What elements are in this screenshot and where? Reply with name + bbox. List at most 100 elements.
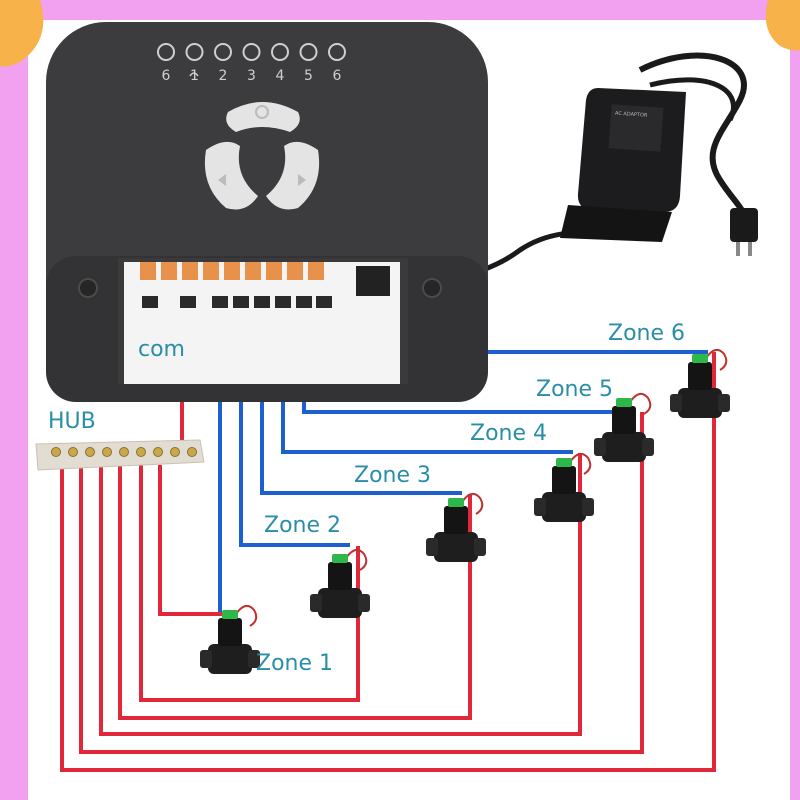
led-3 (242, 43, 261, 61)
return-wire-zone-1 (158, 465, 232, 616)
hub-label: HUB (48, 409, 96, 434)
solenoid (218, 618, 242, 646)
valve-body (678, 388, 722, 418)
socket-2 (212, 296, 228, 308)
hub-screw-3 (102, 447, 112, 457)
return-wire-zone-3 (118, 465, 472, 720)
led-5 (299, 43, 318, 61)
led-label-5: 5 (304, 68, 313, 84)
valve-outlet (358, 594, 370, 612)
solenoid-cap (332, 554, 348, 563)
zone-labels: Zone 1 Zone 2 Zone 3 Zone 4 Zone 5 Zone … (256, 321, 685, 676)
return-wire-zone-6 (60, 352, 716, 772)
valve-body (542, 492, 586, 522)
solenoid (688, 362, 712, 390)
valve-zone-4 (534, 452, 594, 522)
left-button[interactable] (204, 141, 258, 210)
valve-body (318, 588, 362, 618)
power-jack (356, 266, 390, 296)
terminal-4 (224, 262, 240, 280)
valve-zone-3 (426, 492, 486, 562)
solenoid (444, 506, 468, 534)
terminal-8 (308, 262, 324, 280)
solenoid (612, 406, 636, 434)
socket-7 (316, 296, 332, 308)
valve-inlet (670, 394, 682, 412)
mount-hole-left (78, 278, 98, 298)
adapter-cable-3 (649, 77, 736, 122)
hub-screw-2 (85, 447, 95, 457)
adapter-sticker-text: AC ADAPTOR (615, 111, 648, 119)
terminal-3 (203, 262, 219, 280)
valve-inlet (200, 650, 212, 668)
socket-3 (233, 296, 249, 308)
power-icon (255, 105, 269, 119)
terminal-5 (245, 262, 261, 280)
zone-label-1: Zone 1 (256, 651, 333, 676)
return-wire-zone-4 (99, 453, 582, 736)
wifi-icon (189, 72, 199, 77)
border-left (0, 0, 28, 800)
hub-screw-5 (136, 447, 146, 457)
hub-screw-0 (51, 447, 61, 457)
valve-inlet (594, 438, 606, 456)
terminal-6 (266, 262, 282, 280)
hub: HUB (35, 409, 205, 471)
led-label-6: 6 (333, 68, 342, 84)
led-6 (328, 43, 346, 61)
hub-screw-1 (68, 447, 78, 457)
valve-layer (200, 348, 730, 674)
led-0 (157, 43, 175, 61)
socket-1 (180, 296, 196, 308)
right-button[interactable] (266, 141, 320, 210)
valve-outlet (582, 498, 594, 516)
zone-label-3: Zone 3 (354, 463, 431, 488)
led-label-1: 1 (190, 68, 199, 84)
valve-zone-5 (594, 392, 654, 462)
socket-0 (142, 296, 158, 308)
com-label: com (138, 337, 185, 362)
hub-screw-8 (187, 447, 197, 457)
valve-inlet (310, 594, 322, 612)
valve-body (208, 644, 252, 674)
solenoid (552, 466, 576, 494)
led-1 (185, 43, 204, 61)
coil-lead (461, 492, 484, 515)
coil-lead (235, 604, 258, 627)
return-wire-zone-2 (139, 465, 360, 702)
coil-lead (629, 392, 652, 415)
valve-inlet (534, 498, 546, 516)
led-label-2: 2 (219, 68, 228, 84)
hub-screw-7 (170, 447, 180, 457)
coil-lead (569, 452, 592, 475)
valve-zone-1 (200, 604, 260, 674)
valve-zone-6 (670, 348, 730, 418)
terminal-area (124, 262, 400, 384)
return-wire-zone-5 (79, 412, 644, 754)
solenoid-cap (222, 610, 238, 619)
solenoid-cap (692, 354, 708, 363)
adapter-plug (730, 208, 758, 242)
hub-screw-6 (153, 447, 163, 457)
valve-inlet (426, 538, 438, 556)
solenoid-cap (556, 458, 572, 467)
led-4 (271, 43, 289, 61)
corner-blob-left (0, 0, 44, 67)
solenoid-cap (448, 498, 464, 507)
valve-outlet (642, 438, 654, 456)
power-adapter: AC ADAPTOR (369, 52, 758, 283)
hub-screw-4 (119, 447, 129, 457)
valve-outlet (474, 538, 486, 556)
solenoid (328, 562, 352, 590)
valve-body (434, 532, 478, 562)
solenoid-cap (616, 398, 632, 407)
chevron-left-icon (218, 174, 226, 186)
led-label-4: 4 (276, 68, 285, 84)
socket-row (142, 296, 332, 308)
valve-outlet (248, 650, 260, 668)
adapter-base (560, 205, 672, 242)
zone-label-2: Zone 2 (264, 513, 341, 538)
coil-lead (345, 548, 368, 571)
